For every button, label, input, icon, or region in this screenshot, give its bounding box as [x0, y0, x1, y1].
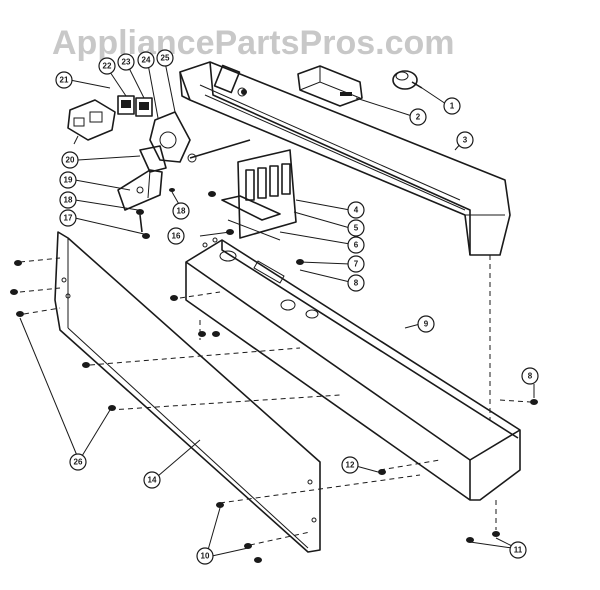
handle-bracket: [297, 65, 363, 107]
callout-label: 25: [161, 54, 170, 63]
mounting-bracket-19-20: [117, 145, 167, 211]
callout-label: 8: [354, 279, 359, 288]
callout-label: 18: [177, 207, 186, 216]
callout-5: 5: [347, 219, 365, 237]
callout-label: 7: [354, 260, 359, 269]
callout-label: 16: [172, 232, 181, 241]
callout-24: 24: [137, 51, 155, 69]
switch-block-4-7: [208, 149, 297, 241]
callout-16: 16: [167, 227, 185, 245]
assembly-lines: [19, 255, 531, 546]
callout-1: 1: [443, 97, 461, 115]
callout-label: 2: [416, 113, 421, 122]
callout-10: 10: [196, 547, 214, 565]
callout-label: 22: [103, 62, 112, 71]
callout-12: 12: [341, 456, 359, 474]
front-panel-plate: [54, 231, 321, 553]
callout-3: 3: [456, 131, 474, 149]
callout-22: 22: [98, 57, 116, 75]
callout-17: 17: [59, 209, 77, 227]
callout-label: 10: [201, 552, 210, 561]
loose-screws: [10, 89, 538, 563]
upper-console-housing: [179, 61, 511, 256]
callout-8b: 8: [521, 367, 539, 385]
callout-label: 1: [450, 102, 455, 111]
callout-9: 9: [417, 315, 435, 333]
callout-18b: 18: [172, 202, 190, 220]
callout-label: 6: [354, 241, 359, 250]
callout-label: 4: [354, 206, 359, 215]
callout-label: 17: [64, 214, 73, 223]
callout-18a: 18: [59, 191, 77, 209]
callout-label: 18: [64, 196, 73, 205]
callout-label: 8: [528, 372, 533, 381]
callout-label: 19: [64, 176, 73, 185]
callout-20: 20: [61, 151, 79, 169]
callout-label: 11: [514, 546, 523, 555]
callout-label: 5: [354, 224, 359, 233]
callout-label: 9: [424, 320, 429, 329]
callout-label: 23: [122, 58, 131, 67]
callout-4: 4: [347, 201, 365, 219]
callout-21: 21: [55, 71, 73, 89]
callout-25: 25: [156, 49, 174, 67]
callout-23: 23: [117, 53, 135, 71]
callout-label: 3: [463, 136, 468, 145]
callout-2: 2: [409, 108, 427, 126]
callout-11: 11: [509, 541, 527, 559]
screws-17-18: [136, 188, 175, 239]
knob: [392, 70, 423, 90]
callout-label: 21: [60, 76, 69, 85]
callout-label: 24: [142, 56, 151, 65]
watermark-text: AppliancePartsPros.com: [52, 24, 454, 62]
lower-console-panel: [185, 237, 521, 501]
callout-14: 14: [143, 471, 161, 489]
callout-label: 26: [74, 458, 83, 467]
callout-8: 8: [347, 274, 365, 292]
switch-assembly-21: [67, 99, 116, 145]
callout-label: 20: [66, 156, 75, 165]
callout-6: 6: [347, 236, 365, 254]
callout-label: 12: [346, 461, 355, 470]
callout-26: 26: [69, 453, 87, 471]
callout-7: 7: [347, 255, 365, 273]
callout-label: 14: [148, 476, 157, 485]
callout-19: 19: [59, 171, 77, 189]
push-buttons-22-23: [117, 95, 153, 117]
